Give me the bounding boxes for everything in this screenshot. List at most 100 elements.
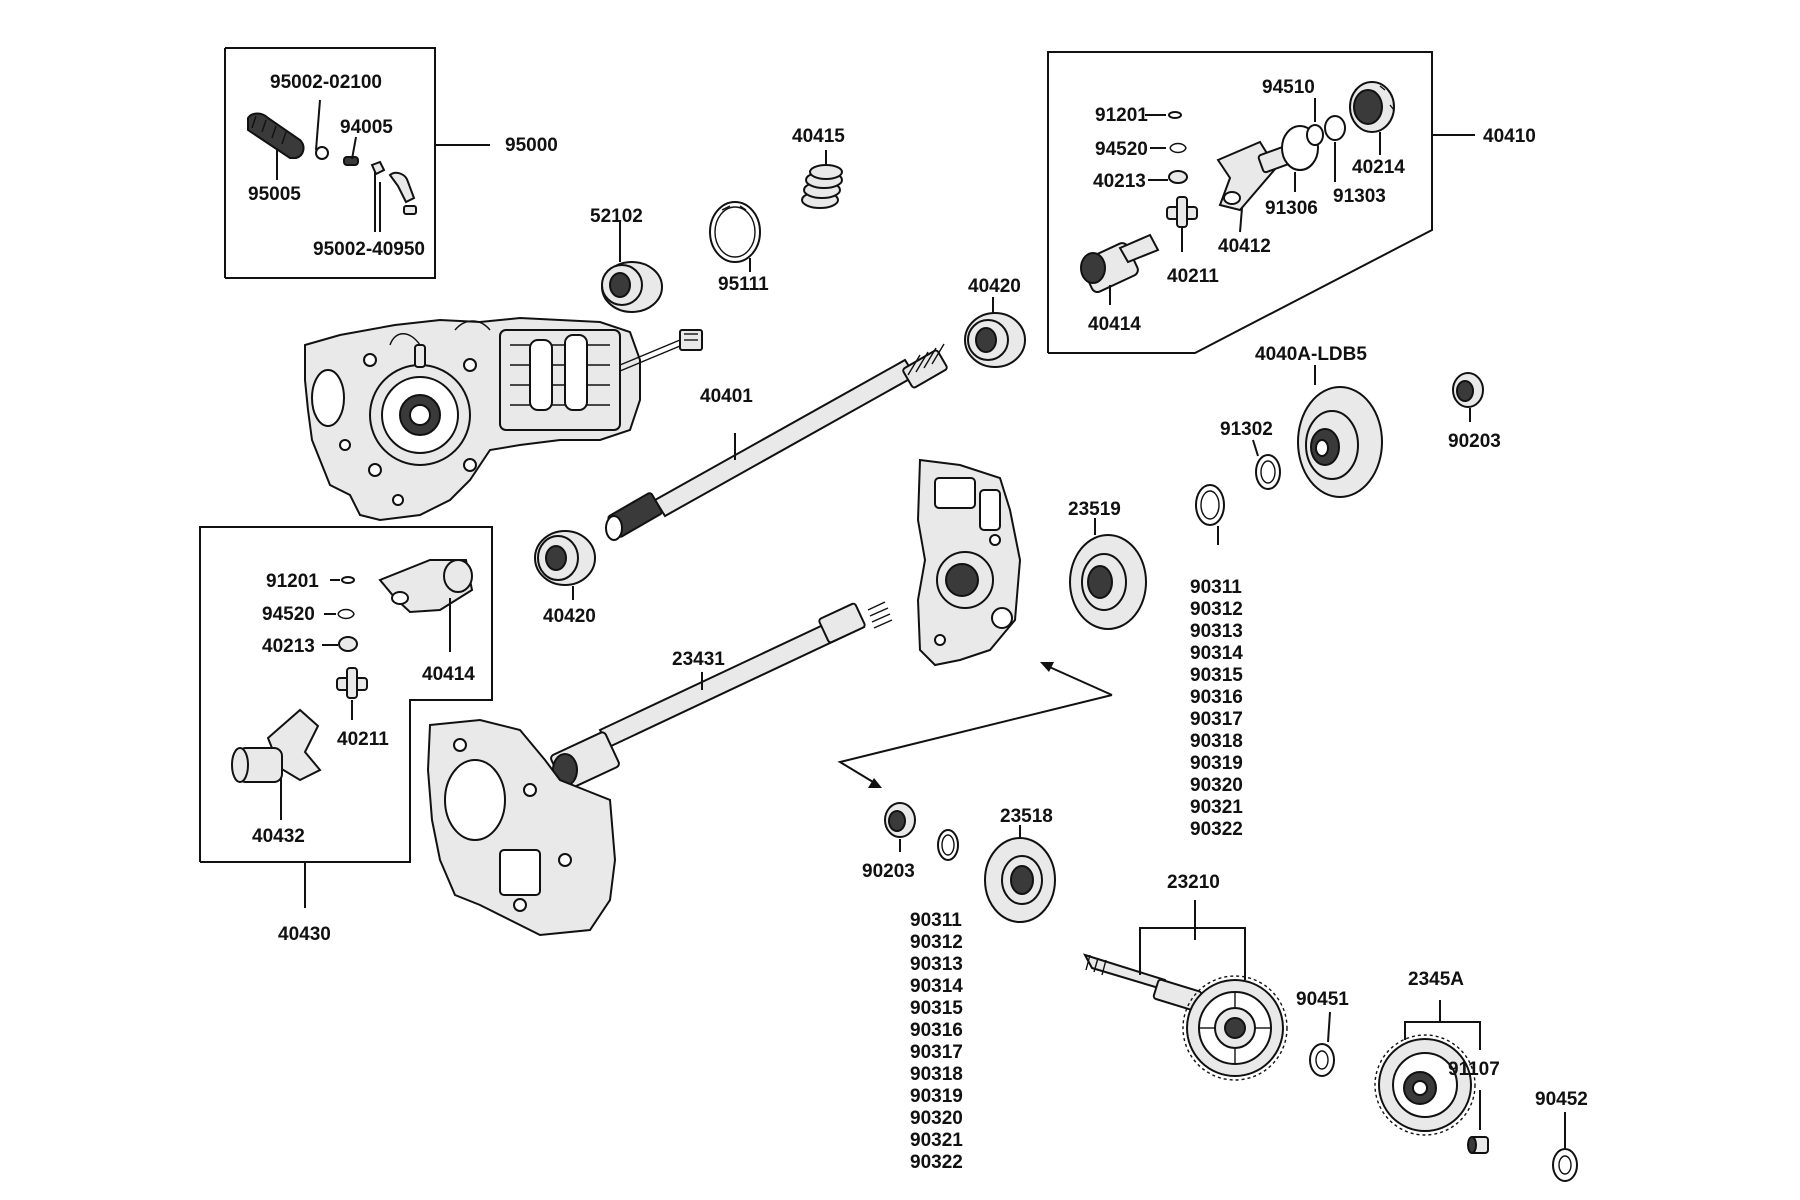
label-91302: 91302 [1220, 419, 1273, 440]
washer-90452-part [1552, 1148, 1578, 1182]
label-23431: 23431 [672, 649, 725, 670]
shim-left-4: 90315 [910, 998, 963, 1019]
label-90203-right: 90203 [1448, 431, 1501, 452]
group-frame-95000 [224, 47, 490, 279]
label-91201-right: 91201 [1095, 105, 1148, 126]
shim-left-11: 90322 [910, 1152, 963, 1173]
shim-right-5: 90316 [1190, 687, 1243, 708]
label-23518: 23518 [1000, 806, 1053, 827]
shim-left-7: 90318 [910, 1064, 963, 1085]
shim-left-3: 90314 [910, 976, 963, 997]
shim-left-2: 90313 [910, 954, 963, 975]
label-95002-40950: 95002-40950 [313, 239, 425, 260]
shim-right-8: 90319 [1190, 753, 1243, 774]
bearing-23519-part [1069, 534, 1147, 630]
yoke-40432-part [231, 708, 322, 783]
label-95002-02100: 95002-02100 [270, 72, 382, 93]
label-94510: 94510 [1262, 77, 1315, 98]
shim-list-left: 90311 90312 90313 90314 90315 90316 9031… [910, 910, 963, 1173]
bush-91107-part [1467, 1136, 1489, 1154]
label-94520-left: 94520 [262, 604, 315, 625]
shim-left-10: 90321 [910, 1130, 963, 1151]
cup-40213-right-part [1168, 170, 1188, 184]
label-40214: 40214 [1352, 157, 1405, 178]
assembly-arrows [837, 662, 1113, 788]
label-95000[interactable]: 95000 [505, 135, 558, 156]
seal-90203-left-part [884, 802, 916, 838]
gearbox-case-right [916, 458, 1022, 667]
gear-shaft-23210-part [1082, 953, 1288, 1081]
yoke-40414-right-part [1080, 233, 1160, 293]
label-4040A-LDB5: 4040A-LDB5 [1255, 344, 1367, 365]
label-40211-left: 40211 [337, 729, 389, 750]
label-91107: 91107 [1448, 1059, 1500, 1080]
spider-40211-left-part [336, 667, 368, 699]
shim-left-6: 90317 [910, 1042, 963, 1063]
label-40430[interactable]: 40430 [278, 924, 331, 945]
label-40211-right: 40211 [1167, 266, 1219, 287]
boot-40420-top-part [964, 312, 1026, 368]
washer-90451-part [1309, 1043, 1335, 1077]
label-90452: 90452 [1535, 1089, 1588, 1110]
boot-40420-bottom-part [534, 530, 596, 586]
label-90451: 90451 [1296, 989, 1349, 1010]
shim-stack-right-part [1195, 484, 1225, 526]
label-40412: 40412 [1218, 236, 1271, 257]
label-40415: 40415 [792, 126, 845, 147]
gearbox-case-left [426, 718, 617, 937]
leader-23210 [1139, 900, 1246, 980]
shim-right-7: 90318 [1190, 731, 1243, 752]
label-40401: 40401 [700, 386, 753, 407]
label-40213-right: 40213 [1093, 171, 1146, 192]
oring-94520-right-part [1169, 142, 1187, 154]
shim-left-9: 90320 [910, 1108, 963, 1129]
propeller-shaft-40401-part [605, 343, 948, 541]
breather-fitting-part [370, 160, 417, 215]
label-40213-left: 40213 [262, 636, 315, 657]
oring-94520-left-part [337, 608, 355, 620]
label-90203-left: 90203 [862, 861, 915, 882]
shim-right-4: 90315 [1190, 665, 1243, 686]
shim-right-3: 90314 [1190, 643, 1243, 664]
breather-hose-part [247, 112, 329, 160]
label-95111: 95111 [718, 274, 769, 295]
seal-90203-right-part [1452, 372, 1484, 408]
boot-52102-part [601, 261, 663, 313]
spider-40211-right-part [1166, 196, 1198, 228]
yoke-40414-left-part [378, 559, 474, 614]
label-91306: 91306 [1265, 198, 1318, 219]
label-40410[interactable]: 40410 [1483, 126, 1536, 147]
label-2345A: 2345A [1408, 969, 1464, 990]
bearing-23518-part [984, 837, 1056, 923]
label-94520-right: 94520 [1095, 139, 1148, 160]
clamp-94005-part [343, 156, 359, 166]
label-94005: 94005 [340, 117, 393, 138]
clamp-95111-part [709, 201, 761, 263]
shim-left-1: 90312 [910, 932, 963, 953]
label-40420-top: 40420 [968, 276, 1021, 297]
shim-left-8: 90319 [910, 1086, 963, 1107]
group-frame-40430 [199, 526, 493, 908]
label-91303: 91303 [1333, 186, 1386, 207]
label-40414-right: 40414 [1088, 314, 1141, 335]
final-drive-housing [304, 316, 703, 522]
shim-left-0: 90311 [910, 910, 962, 931]
shim-right-9: 90320 [1190, 775, 1243, 796]
shaft-23431-part [550, 601, 893, 791]
label-40414-left: 40414 [422, 664, 475, 685]
washer-91302-part [1255, 454, 1281, 490]
label-40432: 40432 [252, 826, 305, 847]
label-91201-left: 91201 [266, 571, 319, 592]
shim-right-6: 90317 [1190, 709, 1243, 730]
shim-left-5: 90316 [910, 1020, 963, 1041]
part-labels: 95002-02100 94005 95005 95002-40950 9500… [248, 72, 1588, 1110]
gear-2345A-part [1374, 1034, 1476, 1136]
circlip-91201-right-part [1168, 111, 1182, 119]
shim-right-2: 90313 [1190, 621, 1243, 642]
circlip-94510-part [1306, 124, 1324, 146]
cup-40213-left-part [338, 636, 358, 652]
label-23519: 23519 [1068, 499, 1121, 520]
label-23210: 23210 [1167, 872, 1220, 893]
oring-91303-part [1324, 115, 1346, 141]
